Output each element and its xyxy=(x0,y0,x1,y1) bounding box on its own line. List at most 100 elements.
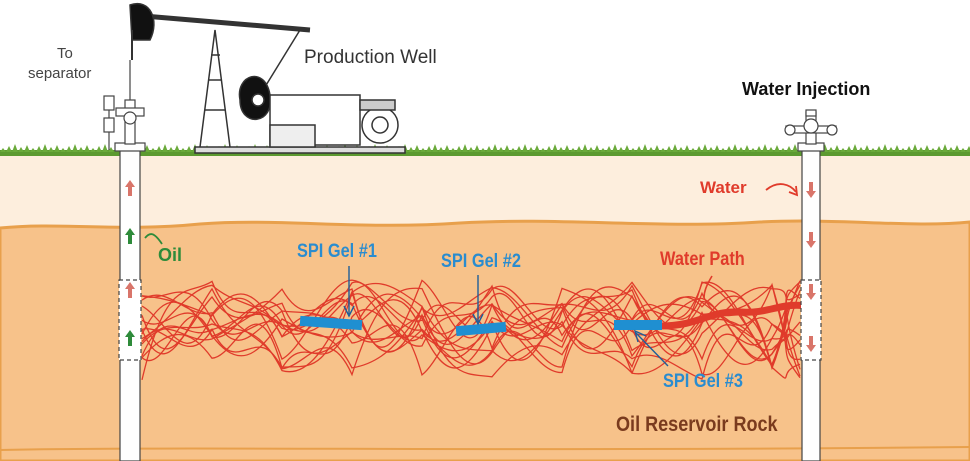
grass-tuft xyxy=(516,146,522,152)
grass-tuft xyxy=(618,147,624,152)
grass-tuft xyxy=(756,146,762,152)
grass-tuft xyxy=(24,145,30,152)
grass-tuft xyxy=(942,144,948,152)
grass-tuft xyxy=(576,146,582,152)
grass-tuft xyxy=(672,144,678,152)
grass-tuft xyxy=(480,148,486,152)
grass-tuft xyxy=(42,144,48,152)
grass-tuft xyxy=(852,144,858,152)
grass-tuft xyxy=(774,145,780,152)
grass-tuft xyxy=(504,145,510,152)
grass-tuft xyxy=(444,145,450,152)
grass-tuft xyxy=(708,147,714,152)
injection-wellhead-icon xyxy=(784,109,838,152)
grass-tuft xyxy=(54,145,60,152)
grass-tuft xyxy=(918,147,924,152)
grass-tuft xyxy=(426,146,432,152)
grass-tuft xyxy=(960,148,966,152)
grass-tuft xyxy=(60,148,66,152)
grass-tuft xyxy=(0,148,6,152)
grass-tuft xyxy=(858,147,864,152)
grass-tuft xyxy=(894,145,900,152)
flow-arrow-icon xyxy=(125,180,816,352)
grass-tuft xyxy=(684,145,690,152)
flow-arrow xyxy=(806,182,816,198)
grass-tuft xyxy=(876,146,882,152)
flow-arrow xyxy=(806,284,816,300)
grass-tuft xyxy=(12,144,18,152)
spi-gel-2-label: SPI Gel #2 xyxy=(441,251,521,272)
grass-tuft xyxy=(696,146,702,152)
grass-tuft xyxy=(666,146,672,152)
grass-tuft xyxy=(78,147,84,152)
water-path-line xyxy=(141,280,801,381)
grass-tuft xyxy=(150,148,156,152)
grass-tuft xyxy=(6,146,12,152)
grass-tuft xyxy=(624,145,630,152)
grass-tuft xyxy=(906,146,912,152)
pump-jack-icon xyxy=(129,2,406,154)
grass-tuft xyxy=(546,146,552,152)
grass-tuft xyxy=(834,145,840,152)
grass-tuft xyxy=(744,145,750,152)
grass-tuft xyxy=(186,146,192,152)
flow-arrow xyxy=(125,228,135,244)
grass-tuft xyxy=(690,148,696,152)
flow-arrow xyxy=(125,282,135,298)
grass-tuft xyxy=(174,145,180,152)
grass-tuft xyxy=(558,147,564,152)
spi-gel-3-pointer-head xyxy=(633,329,647,343)
grass-tuft xyxy=(552,144,558,152)
grass-tuft xyxy=(678,147,684,152)
water-path-line xyxy=(141,284,801,379)
grass-tuft xyxy=(462,144,468,152)
spi-gel-1-label: SPI Gel #1 xyxy=(297,241,377,262)
grass-tuft xyxy=(882,144,888,152)
grass-tuft xyxy=(660,148,666,152)
grass-tuft xyxy=(954,145,960,152)
grass-tuft xyxy=(96,146,102,152)
injection-well-perforations xyxy=(800,279,822,361)
grass-tuft xyxy=(414,145,420,152)
grass-tuft xyxy=(564,145,570,152)
grass-tuft xyxy=(468,147,474,152)
water-path-pointer xyxy=(703,275,713,299)
water-label: Water xyxy=(700,178,747,197)
grass-tuft xyxy=(702,144,708,152)
grass-tuft xyxy=(612,144,618,152)
flow-arrow xyxy=(125,330,135,346)
grass-tuft xyxy=(180,148,186,152)
grass-tuft xyxy=(420,148,426,152)
grass-tuft xyxy=(582,144,588,152)
water-path-line xyxy=(141,287,801,377)
water-path-line xyxy=(141,281,801,367)
grass-tuft xyxy=(786,146,792,152)
grass-tuft xyxy=(66,146,72,152)
flow-arrow xyxy=(806,232,816,248)
water-path-line xyxy=(141,284,801,377)
grass-tuft xyxy=(486,146,492,152)
to-separator-label-line2: separator xyxy=(28,65,92,82)
grass-tuft xyxy=(18,147,24,152)
grass-tuft xyxy=(162,144,168,152)
ground-strip xyxy=(0,150,970,156)
grass-tuft xyxy=(966,146,970,152)
grass-tuft xyxy=(408,147,414,152)
grass-tuft xyxy=(600,148,606,152)
main-water-channel xyxy=(656,301,812,330)
grass-tuft xyxy=(540,148,546,152)
grass-tuft xyxy=(948,147,954,152)
grass-tuft xyxy=(102,144,108,152)
grass-tuft xyxy=(456,146,462,152)
water-pointer xyxy=(765,183,797,193)
grass-tuft xyxy=(936,146,942,152)
grass-tuft xyxy=(522,144,528,152)
spi-gel-3-label: SPI Gel #3 xyxy=(663,371,743,392)
flow-arrow xyxy=(125,180,135,196)
grass-tuft xyxy=(588,147,594,152)
grass-tuft xyxy=(594,145,600,152)
grass-tuft xyxy=(714,145,720,152)
spi-gel-2-block xyxy=(455,321,507,337)
water-pointer-head xyxy=(788,185,799,197)
